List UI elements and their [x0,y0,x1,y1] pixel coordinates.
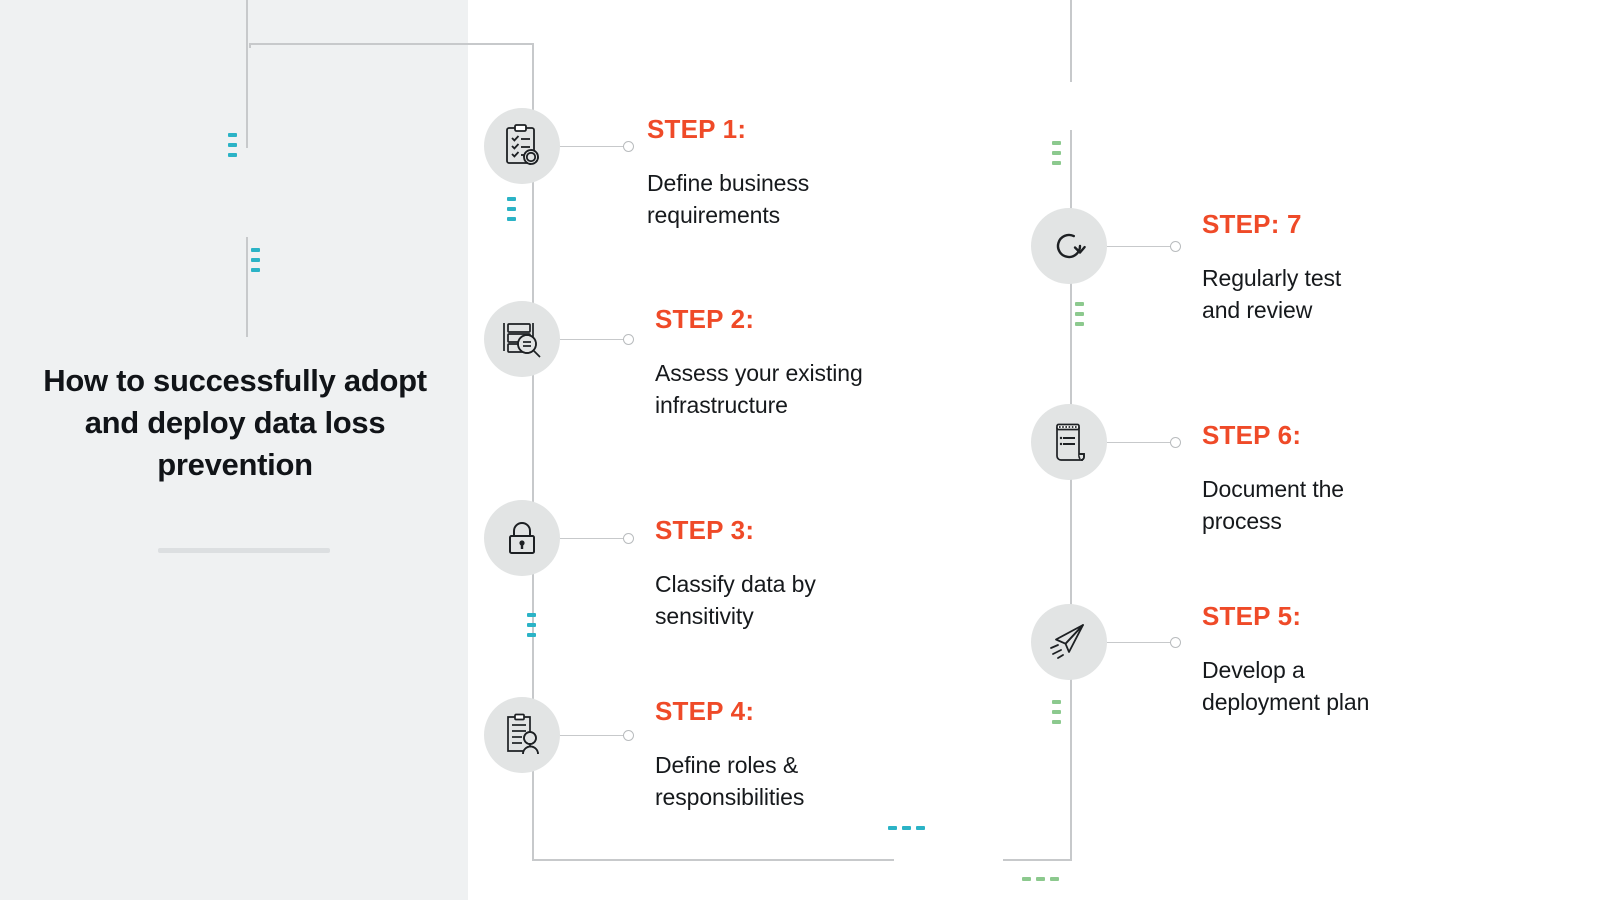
hero-line-top [246,0,248,148]
step-desc-2: Assess your existing infrastructure [655,360,863,418]
clipboard-checklist-icon [501,124,543,168]
step-leader-5 [1107,642,1175,643]
tick-group-column-a-lower [527,613,536,637]
tick-group-hero-bottom [251,248,260,272]
server-search-icon [500,318,544,360]
step-leader-endpoint-1 [623,141,634,152]
column-b-spine-main [1070,130,1072,859]
step-text-1: STEP 1: Define business requirements [647,114,809,254]
hero-line-bottom [246,237,248,337]
step-text-4: STEP 4: Define roles & responsibilities [655,696,804,836]
step-label-6: STEP 6: [1202,420,1302,450]
step-leader-endpoint-4 [623,730,634,741]
column-a-spine [532,43,534,861]
tick-group-column-b-low [1052,700,1061,724]
step-leader-3 [560,538,628,539]
tick-group-column-b-top [1052,141,1061,165]
step-leader-endpoint-7 [1170,241,1181,252]
tick-group-bottom-right [1022,877,1059,881]
step-label-1: STEP 1: [647,114,747,144]
step-leader-endpoint-3 [623,533,634,544]
connector-bottom-left [532,859,894,861]
step-desc-6: Document the process [1202,476,1344,534]
step-node-2[interactable] [484,301,560,377]
scroll-document-icon [1049,421,1089,463]
step-node-4[interactable] [484,697,560,773]
step-node-6[interactable] [1031,404,1107,480]
connector-top-left-riser [249,43,251,48]
left-hero-panel [0,0,468,900]
step-label-4: STEP 4: [655,696,755,726]
tick-group-column-a-upper [507,197,516,221]
step-text-7: STEP: 7 Regularly test and review [1202,209,1341,349]
step-node-5[interactable] [1031,604,1107,680]
step-leader-7 [1107,246,1175,247]
step-leader-endpoint-2 [623,334,634,345]
step-node-7[interactable] [1031,208,1107,284]
step-label-3: STEP 3: [655,515,755,545]
step-leader-endpoint-5 [1170,637,1181,648]
paper-plane-icon [1047,621,1091,663]
step-leader-1 [560,146,628,147]
document-person-icon [502,713,542,757]
chevron-up-blue-icon [208,135,284,243]
hero-title-block: How to successfully adopt and deploy dat… [40,360,430,486]
step-desc-1: Define business requirements [647,170,810,228]
step-desc-3: Classify data by sensitivity [655,571,816,629]
step-leader-2 [560,339,628,340]
step-desc-7: Regularly test and review [1202,265,1342,323]
tick-group-bottom-left [888,826,925,830]
step-text-5: STEP 5: Develop a deployment plan [1202,601,1369,741]
page-title: How to successfully adopt and deploy dat… [43,363,427,482]
padlock-icon [504,518,540,558]
step-text-3: STEP 3: Classify data by sensitivity [655,515,816,655]
title-divider [158,548,330,553]
step-label-2: STEP 2: [655,304,755,334]
tick-group-column-b-mid [1075,302,1084,326]
column-b-spine-top [1070,0,1072,82]
step-text-2: STEP 2: Assess your existing infrastruct… [655,304,863,444]
step-leader-4 [560,735,628,736]
step-leader-endpoint-6 [1170,437,1181,448]
step-text-6: STEP 6: Document the process [1202,420,1344,560]
connector-top-horizontal [249,43,534,45]
connector-bottom-right [1003,859,1072,861]
step-node-1[interactable] [484,108,560,184]
step-leader-6 [1107,442,1175,443]
chevron-up-green-icon [1042,60,1102,134]
step-node-3[interactable] [484,500,560,576]
refresh-cycle-icon [1049,226,1089,266]
step-desc-4: Define roles & responsibilities [655,752,805,810]
step-desc-5: Develop a deployment plan [1202,657,1370,715]
step-label-7: STEP: 7 [1202,209,1302,239]
tick-group-hero-top [228,133,237,157]
chevron-right-pair-icon [915,790,995,882]
step-label-5: STEP 5: [1202,601,1302,631]
